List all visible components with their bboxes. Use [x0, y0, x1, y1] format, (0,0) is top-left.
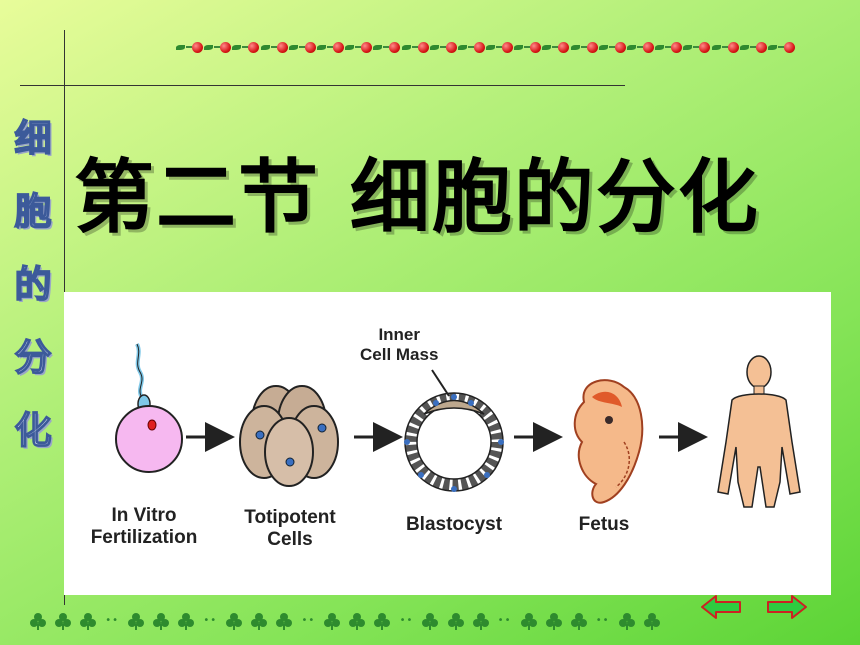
slide-title: 第二节 细胞的分化	[74, 151, 760, 244]
berry-leaf-ornament	[429, 41, 457, 53]
berry-leaf-ornament	[260, 41, 288, 53]
berry-leaf-ornament	[767, 41, 795, 53]
berry-leaf-ornament	[711, 41, 739, 53]
clover-ornament	[55, 612, 72, 630]
fertilized-egg-illustration	[115, 343, 183, 473]
clover-ornament	[545, 612, 562, 630]
dot-ornament: ••	[203, 615, 218, 626]
berry-leaf-ornament	[541, 41, 570, 53]
clover-ornament	[349, 612, 366, 630]
berry-leaf-ornament	[401, 41, 429, 53]
arrow-right-icon	[767, 595, 807, 619]
next-slide-button[interactable]	[766, 593, 808, 621]
dot-ornament: ••	[399, 615, 414, 626]
berry-leaf-ornament	[513, 41, 542, 53]
cell-differentiation-diagram: Inner Cell Mass In Vitro Fertilization T…	[64, 292, 831, 595]
clover-ornament	[472, 612, 489, 630]
clover-ornament	[570, 612, 587, 630]
totipotent-cells-illustration	[239, 385, 339, 487]
berry-leaf-ornament	[654, 41, 683, 53]
clover-ornament	[276, 612, 293, 630]
blastocyst-illustration	[404, 369, 504, 492]
inner-cell-mass-label: Inner Cell Mass	[360, 325, 439, 364]
clover-garland-decoration: •• •• •• •• •• ••	[30, 608, 660, 633]
berry-leaf-ornament	[316, 41, 344, 53]
berry-leaf-ornament	[457, 41, 485, 53]
vertical-title-char: 细	[14, 117, 53, 160]
berry-leaf-ornament	[598, 41, 626, 53]
berry-leaf-ornament	[372, 41, 401, 53]
berry-leaf-ornament	[344, 41, 373, 53]
vertical-title-char: 分	[14, 336, 53, 379]
dot-ornament: ••	[595, 615, 610, 626]
clover-ornament	[447, 612, 464, 630]
berry-leaf-ornament	[739, 41, 767, 53]
berry-leaf-ornament	[570, 41, 598, 53]
dot-ornament: ••	[301, 615, 316, 626]
human-figure-illustration	[717, 355, 801, 508]
clover-ornament	[374, 612, 391, 630]
clover-ornament	[178, 612, 195, 630]
berry-leaf-ornament	[175, 41, 203, 53]
arrow-left-icon	[701, 595, 741, 619]
clover-ornament	[422, 612, 439, 630]
clover-ornament	[30, 612, 46, 630]
berry-leaf-ornament	[626, 41, 654, 53]
stage-label-totipotent: Totipotent Cells	[244, 507, 336, 550]
diagram-graphic	[115, 343, 801, 508]
dot-ornament: ••	[105, 615, 120, 626]
berry-leaf-ornament	[485, 41, 514, 53]
clover-ornament	[324, 612, 341, 630]
vertical-title-char: 化	[14, 409, 53, 452]
vertical-title-char: 的	[14, 263, 53, 306]
dot-ornament: ••	[497, 615, 512, 626]
horizontal-rule	[20, 85, 625, 86]
clover-ornament	[128, 612, 145, 630]
berry-leaf-ornament	[203, 41, 232, 53]
vertical-title: 细 胞 的 分 化	[4, 117, 62, 485]
stage-label-fetus: Fetus	[578, 514, 630, 535]
clover-ornament	[80, 612, 97, 630]
clover-ornament	[520, 612, 537, 630]
stage-label-fertilization: In Vitro Fertilization	[90, 505, 198, 548]
clover-ornament	[251, 612, 268, 630]
prev-slide-button[interactable]	[700, 593, 742, 621]
clover-ornament	[153, 612, 170, 630]
clover-ornament	[643, 612, 660, 630]
berry-leaf-ornament	[231, 41, 260, 53]
berry-leaf-ornament	[682, 41, 711, 53]
stage-label-blastocyst: Blastocyst	[405, 514, 503, 535]
vertical-title-char: 胞	[14, 190, 53, 233]
clover-ornament	[226, 612, 243, 630]
berry-leaf-ornament	[288, 41, 316, 53]
fetus-illustration	[573, 379, 644, 504]
berry-garland-decoration	[175, 32, 795, 62]
clover-ornament	[618, 612, 635, 630]
